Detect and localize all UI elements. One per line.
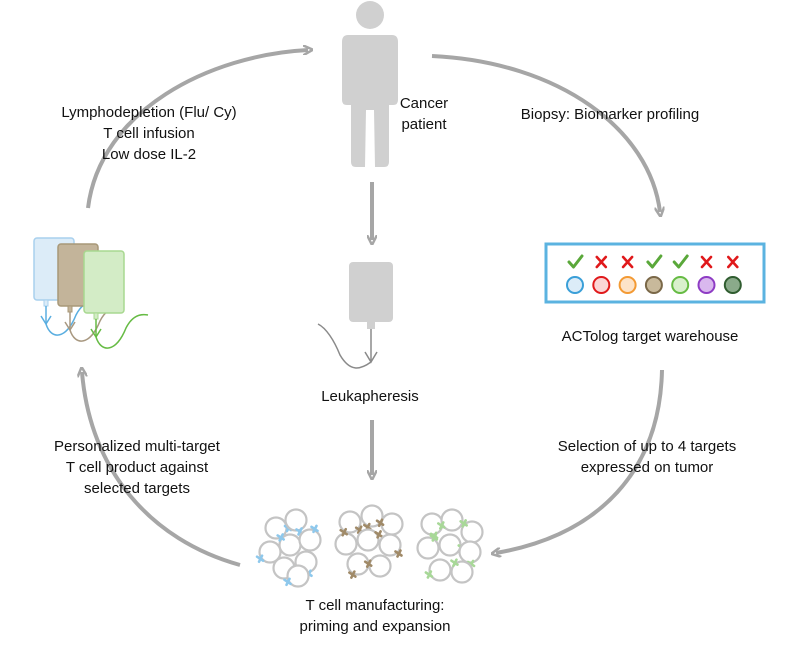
receptor-mark xyxy=(255,554,265,564)
arrow-patient-to-biopsy xyxy=(431,54,660,212)
target-4 xyxy=(644,254,663,294)
cycle-arrows xyxy=(82,50,664,567)
receptor-mark xyxy=(339,527,349,537)
label-warehouse: ACTolog target warehouse xyxy=(561,328,739,345)
target-circle xyxy=(592,276,611,294)
t-cell xyxy=(298,528,322,552)
receptor-mark xyxy=(424,570,434,579)
t-cell xyxy=(380,512,404,536)
arrow-infusion-to-patient xyxy=(86,50,308,209)
label-leukapheresis: Leukapheresis xyxy=(321,388,419,405)
t-cell-cluster-3 xyxy=(416,508,484,584)
t-cell-cluster-2 xyxy=(334,504,404,579)
label-line: Cancer xyxy=(399,95,449,112)
check-icon xyxy=(672,254,689,269)
receptor-mark xyxy=(429,533,439,542)
check-icon xyxy=(567,254,584,269)
label-line: selected targets xyxy=(84,480,190,497)
target-circle xyxy=(644,276,663,294)
label-line: T cell infusion xyxy=(103,125,195,142)
cross-icon xyxy=(700,255,713,269)
receptor-mark xyxy=(348,570,357,579)
label-personalized-product: Personalized multi-target T cell product… xyxy=(10,436,264,499)
receptor-mark xyxy=(437,521,446,530)
label-line: T cell manufacturing: xyxy=(305,597,445,614)
label-line: expressed on tumor xyxy=(580,459,714,476)
target-2 xyxy=(592,255,611,294)
target-circle xyxy=(566,276,584,294)
target-circle xyxy=(671,276,690,294)
cross-icon xyxy=(595,255,608,269)
t-cell xyxy=(346,552,370,576)
label-line: Low dose IL-2 xyxy=(101,146,197,163)
t-cell xyxy=(458,540,482,564)
t-cell xyxy=(450,560,474,584)
label-biopsy: Biopsy: Biomarker profiling xyxy=(520,106,700,123)
t-cell-cluster-1 xyxy=(255,508,322,588)
arrow-manufacturing-to-product xyxy=(82,372,241,567)
cross-icon xyxy=(727,255,739,269)
target-circle xyxy=(697,276,716,294)
label-target-selection: Selection of up to 4 targets expressed o… xyxy=(520,436,774,478)
target-6 xyxy=(697,255,716,294)
t-cell xyxy=(368,554,392,578)
label-cancer-patient: Cancer patient xyxy=(384,93,464,135)
receptor-mark xyxy=(375,518,385,528)
t-cell xyxy=(416,536,440,560)
target-circle xyxy=(618,276,637,294)
receptor-mark xyxy=(283,577,292,587)
infusion-bag-green xyxy=(83,250,149,349)
t-cell xyxy=(284,508,308,532)
arrow-warehouse-to-manufacturing xyxy=(496,369,664,553)
target-7 xyxy=(723,255,742,294)
t-cell xyxy=(356,528,380,552)
receptor-mark xyxy=(374,530,383,539)
receptor-mark xyxy=(394,549,403,558)
label-line: priming and expansion xyxy=(299,618,451,635)
label-manufacturing: T cell manufacturing: priming and expans… xyxy=(250,595,500,637)
t-cell xyxy=(438,533,462,557)
receptor-mark xyxy=(276,533,285,542)
cross-icon xyxy=(621,255,634,269)
receptor-mark xyxy=(459,519,468,528)
t-cell xyxy=(258,540,282,564)
label-lymphodepletion: Lymphodepletion (Flu/ Cy) T cell infusio… xyxy=(22,102,276,165)
target-1 xyxy=(566,254,584,294)
infusion-bags xyxy=(33,237,149,349)
receptor-mark xyxy=(363,559,373,569)
label-line: T cell product against xyxy=(65,459,209,476)
label-line: patient xyxy=(401,116,447,133)
target-3 xyxy=(618,255,637,294)
t-cell-clusters xyxy=(255,504,484,588)
check-icon xyxy=(646,254,663,269)
label-line: Personalized multi-target xyxy=(54,438,220,455)
target-5 xyxy=(671,254,690,294)
target-warehouse-panel xyxy=(544,242,766,304)
label-line: Lymphodepletion (Flu/ Cy) xyxy=(61,104,237,121)
target-circle xyxy=(723,276,742,294)
t-cell xyxy=(334,532,358,556)
receptor-mark xyxy=(310,524,319,534)
t-cell xyxy=(428,558,452,582)
label-line: Selection of up to 4 targets xyxy=(557,438,737,455)
t-cell xyxy=(440,508,464,532)
t-cell xyxy=(286,564,310,588)
patient-icon xyxy=(342,1,398,167)
receptor-mark xyxy=(450,558,459,567)
leukapheresis-bag-icon xyxy=(317,262,393,369)
